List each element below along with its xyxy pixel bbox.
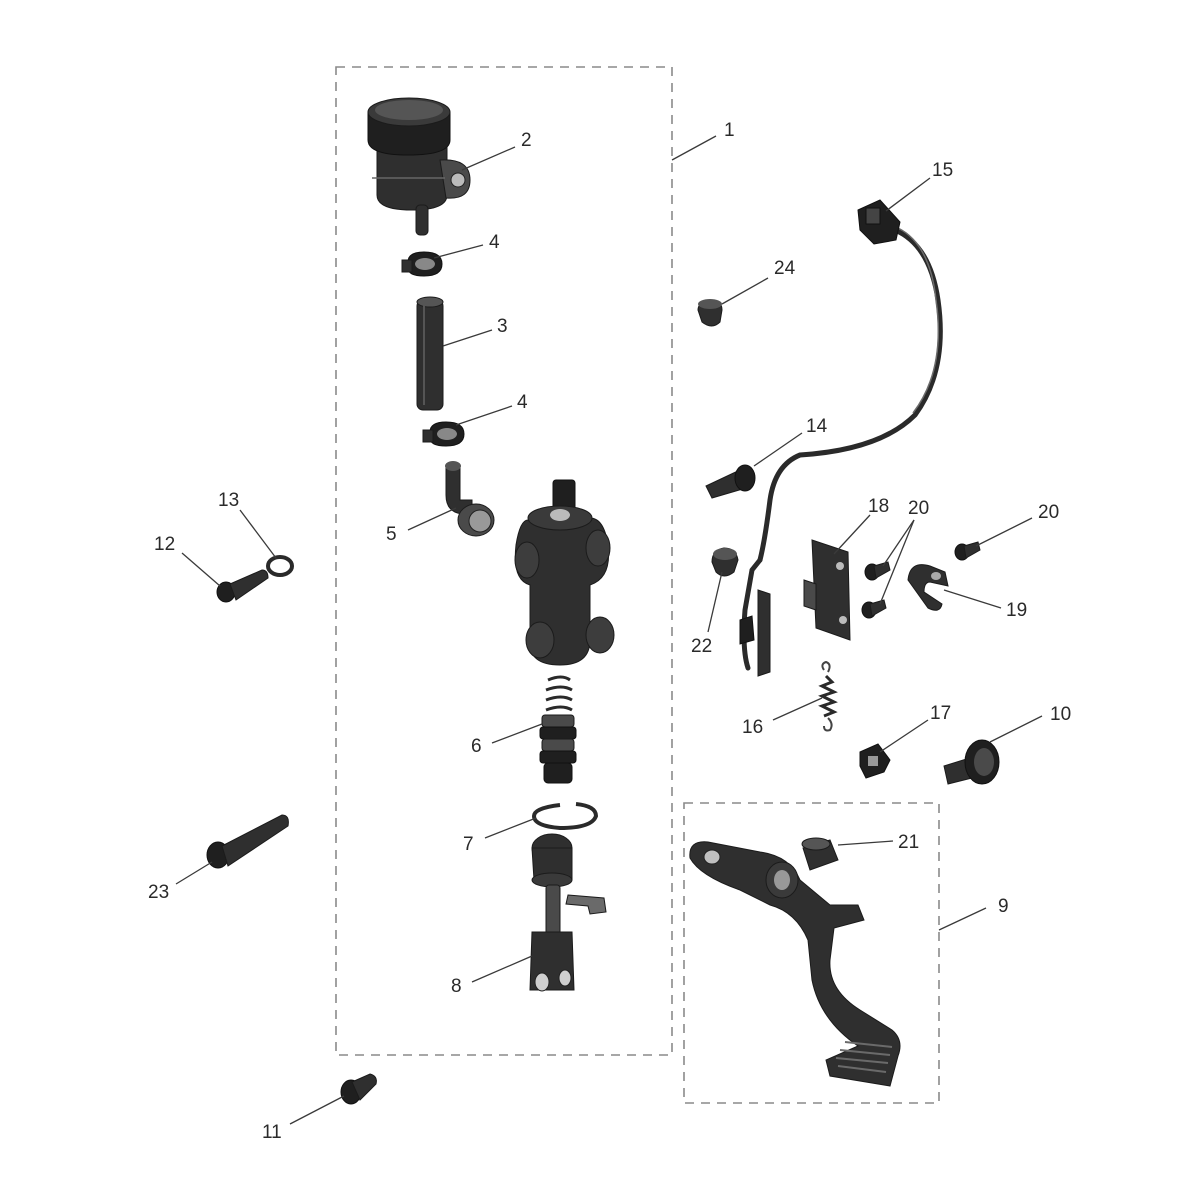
leader-14	[753, 432, 803, 467]
leader-8	[471, 955, 533, 983]
leader-21	[837, 840, 894, 846]
master-cylinder-body	[514, 479, 615, 666]
callout-19: 19	[1006, 600, 1027, 621]
elbow-fitting	[445, 461, 495, 537]
callout-21: 21	[898, 832, 919, 853]
leader-15	[885, 177, 931, 212]
leader-20b	[975, 517, 1033, 547]
leader-22	[707, 571, 723, 633]
grommet-22	[711, 547, 739, 577]
screw-20b	[861, 599, 887, 619]
switch-bracket-18	[803, 539, 851, 641]
leader-24	[721, 277, 769, 305]
bolt-12	[216, 569, 269, 603]
callout-2: 2	[521, 130, 532, 151]
bushing-21	[801, 837, 839, 871]
bolt-14	[705, 464, 756, 499]
bolt-23	[206, 814, 289, 869]
callout-20-right: 20	[1038, 502, 1059, 523]
brake-fluid-reservoir	[367, 97, 471, 236]
master-cylinder-assembly-boundary	[335, 66, 673, 1056]
piston-spring-assembly	[539, 675, 577, 784]
callout-6: 6	[471, 736, 482, 757]
pivot-bolt-10	[943, 739, 1000, 785]
leader-10	[989, 715, 1043, 743]
callout-11: 11	[262, 1122, 282, 1143]
leader-13	[239, 509, 277, 559]
callout-14: 14	[806, 416, 828, 437]
callout-3: 3	[497, 316, 508, 337]
callout-1: 1	[724, 120, 735, 141]
leader-12	[181, 552, 221, 587]
screw-20a	[864, 561, 891, 581]
callout-16: 16	[742, 717, 763, 738]
callout-8: 8	[451, 976, 462, 997]
leader-1	[671, 135, 717, 161]
leader-4a	[433, 244, 484, 259]
callout-labels: 1 2 3 4 4 5 6 7 8 9 10 11 12 13 14 15 16…	[148, 120, 1071, 1143]
screw-20c	[954, 541, 981, 561]
clamp-19	[907, 564, 949, 611]
leader-3	[442, 329, 493, 347]
leader-9	[938, 907, 987, 931]
callout-20-left: 20	[908, 498, 929, 519]
callout-13: 13	[218, 490, 239, 511]
leader-23	[175, 861, 213, 885]
leader-17	[879, 719, 929, 753]
brake-pedal-assembly-boundary	[683, 802, 940, 1104]
callout-15: 15	[932, 160, 953, 181]
callout-10: 10	[1050, 704, 1071, 725]
callout-9: 9	[998, 896, 1009, 917]
callout-4-lower: 4	[517, 392, 528, 413]
leader-11	[289, 1095, 345, 1125]
leader-20a-1	[882, 519, 915, 567]
callout-24: 24	[774, 258, 796, 279]
pushrod-clevis	[529, 833, 607, 992]
callout-7: 7	[463, 834, 474, 855]
leader-2	[461, 146, 516, 171]
leader-18	[833, 514, 871, 555]
callout-5: 5	[386, 524, 397, 545]
callout-23: 23	[148, 882, 169, 903]
callout-12: 12	[154, 534, 175, 555]
hose-clip-lower	[422, 421, 465, 447]
leader-7	[484, 817, 537, 839]
return-spring-16	[818, 660, 838, 732]
callout-4-upper: 4	[489, 232, 500, 253]
leader-4b	[455, 405, 513, 426]
bolt-11	[340, 1073, 377, 1105]
grommet-24	[697, 299, 723, 327]
leader-19	[943, 589, 1002, 609]
callout-17: 17	[930, 703, 951, 724]
brake-light-switch-wire	[739, 199, 943, 677]
hose-clip-upper	[401, 251, 443, 277]
reservoir-hose	[416, 296, 444, 411]
leader-lines	[175, 135, 1043, 1125]
brake-pedal-9	[689, 841, 901, 1087]
circlip	[531, 802, 599, 831]
leader-16	[772, 697, 823, 721]
leader-20a-2	[879, 519, 915, 605]
callout-18: 18	[868, 496, 889, 517]
leader-6	[491, 723, 543, 744]
clip-17	[859, 743, 891, 779]
callout-22: 22	[691, 636, 712, 657]
leader-5	[407, 507, 457, 531]
washer-13	[266, 555, 294, 577]
